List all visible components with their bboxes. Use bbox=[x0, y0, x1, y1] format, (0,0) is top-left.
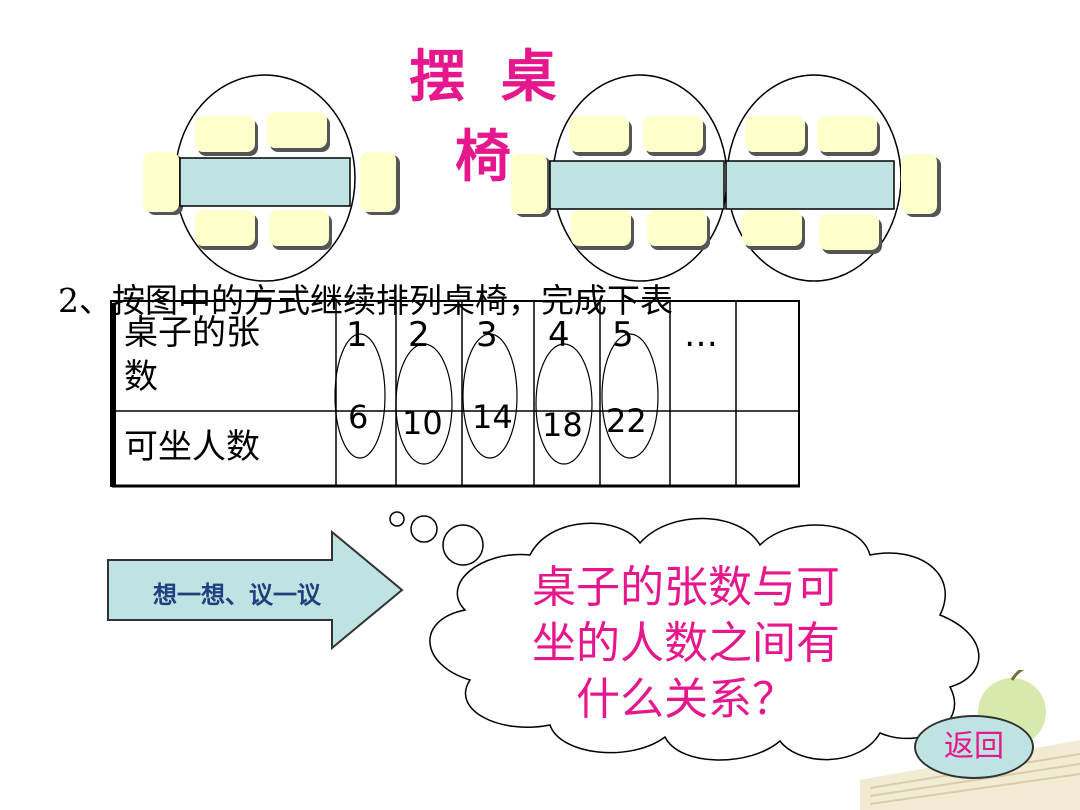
table-count: 3 bbox=[476, 315, 498, 355]
table-count: 2 bbox=[408, 315, 430, 355]
chair bbox=[901, 154, 941, 217]
people-count: 6 bbox=[348, 398, 368, 436]
chair bbox=[742, 210, 805, 250]
row-label-people: 可坐人数 bbox=[124, 427, 260, 467]
desk bbox=[549, 160, 725, 210]
people-count: 10 bbox=[402, 404, 443, 442]
desk bbox=[725, 160, 895, 210]
return-button[interactable]: 返回 bbox=[914, 715, 1034, 779]
answer-ellipse bbox=[601, 333, 659, 459]
table-count: 5 bbox=[612, 315, 634, 355]
chair bbox=[511, 154, 551, 217]
chair bbox=[195, 210, 258, 250]
chair bbox=[569, 116, 632, 156]
answer-ellipse bbox=[395, 343, 453, 465]
people-count: 18 bbox=[542, 406, 583, 444]
row-label-tables: 桌子的张 bbox=[124, 313, 260, 353]
chair bbox=[647, 210, 710, 250]
chair bbox=[195, 116, 258, 156]
table-count-ellipsis: … bbox=[684, 315, 718, 355]
row-label-tables-cont: 数 bbox=[124, 357, 158, 397]
chair bbox=[643, 116, 706, 156]
chair bbox=[360, 152, 400, 215]
page-title: 摆 桌 椅 bbox=[409, 45, 565, 190]
cloud-question: 桌子的张数与可 坐的人数之间有 什么关系？ bbox=[486, 560, 886, 728]
chair bbox=[745, 116, 808, 156]
cloud-line: 桌子的张数与可 bbox=[532, 562, 840, 613]
chair bbox=[143, 152, 183, 215]
tables-chairs-illustration bbox=[143, 74, 941, 282]
desk bbox=[179, 157, 351, 207]
cloud-line: 坐的人数之间有 bbox=[532, 618, 840, 669]
chair bbox=[269, 210, 332, 250]
cloud-line: 什么关系？ bbox=[576, 674, 796, 725]
answer-ellipse bbox=[334, 333, 386, 459]
data-table: 桌子的张 数 可坐人数 1 2 3 4 5 … 6 10 14 18 22 bbox=[110, 300, 800, 488]
people-count: 14 bbox=[472, 398, 513, 436]
chair bbox=[819, 214, 882, 254]
think-discuss-label: 想一想、议一议 bbox=[153, 581, 321, 609]
answer-ellipse bbox=[535, 343, 593, 465]
chair bbox=[571, 210, 634, 250]
chair bbox=[817, 116, 880, 156]
thought-cloud bbox=[389, 511, 980, 761]
chair bbox=[267, 112, 330, 152]
table-count: 4 bbox=[548, 315, 570, 355]
people-count: 22 bbox=[606, 402, 647, 440]
arrow-shape bbox=[107, 530, 404, 650]
table-count: 1 bbox=[346, 315, 368, 355]
answer-ellipse bbox=[462, 333, 518, 459]
